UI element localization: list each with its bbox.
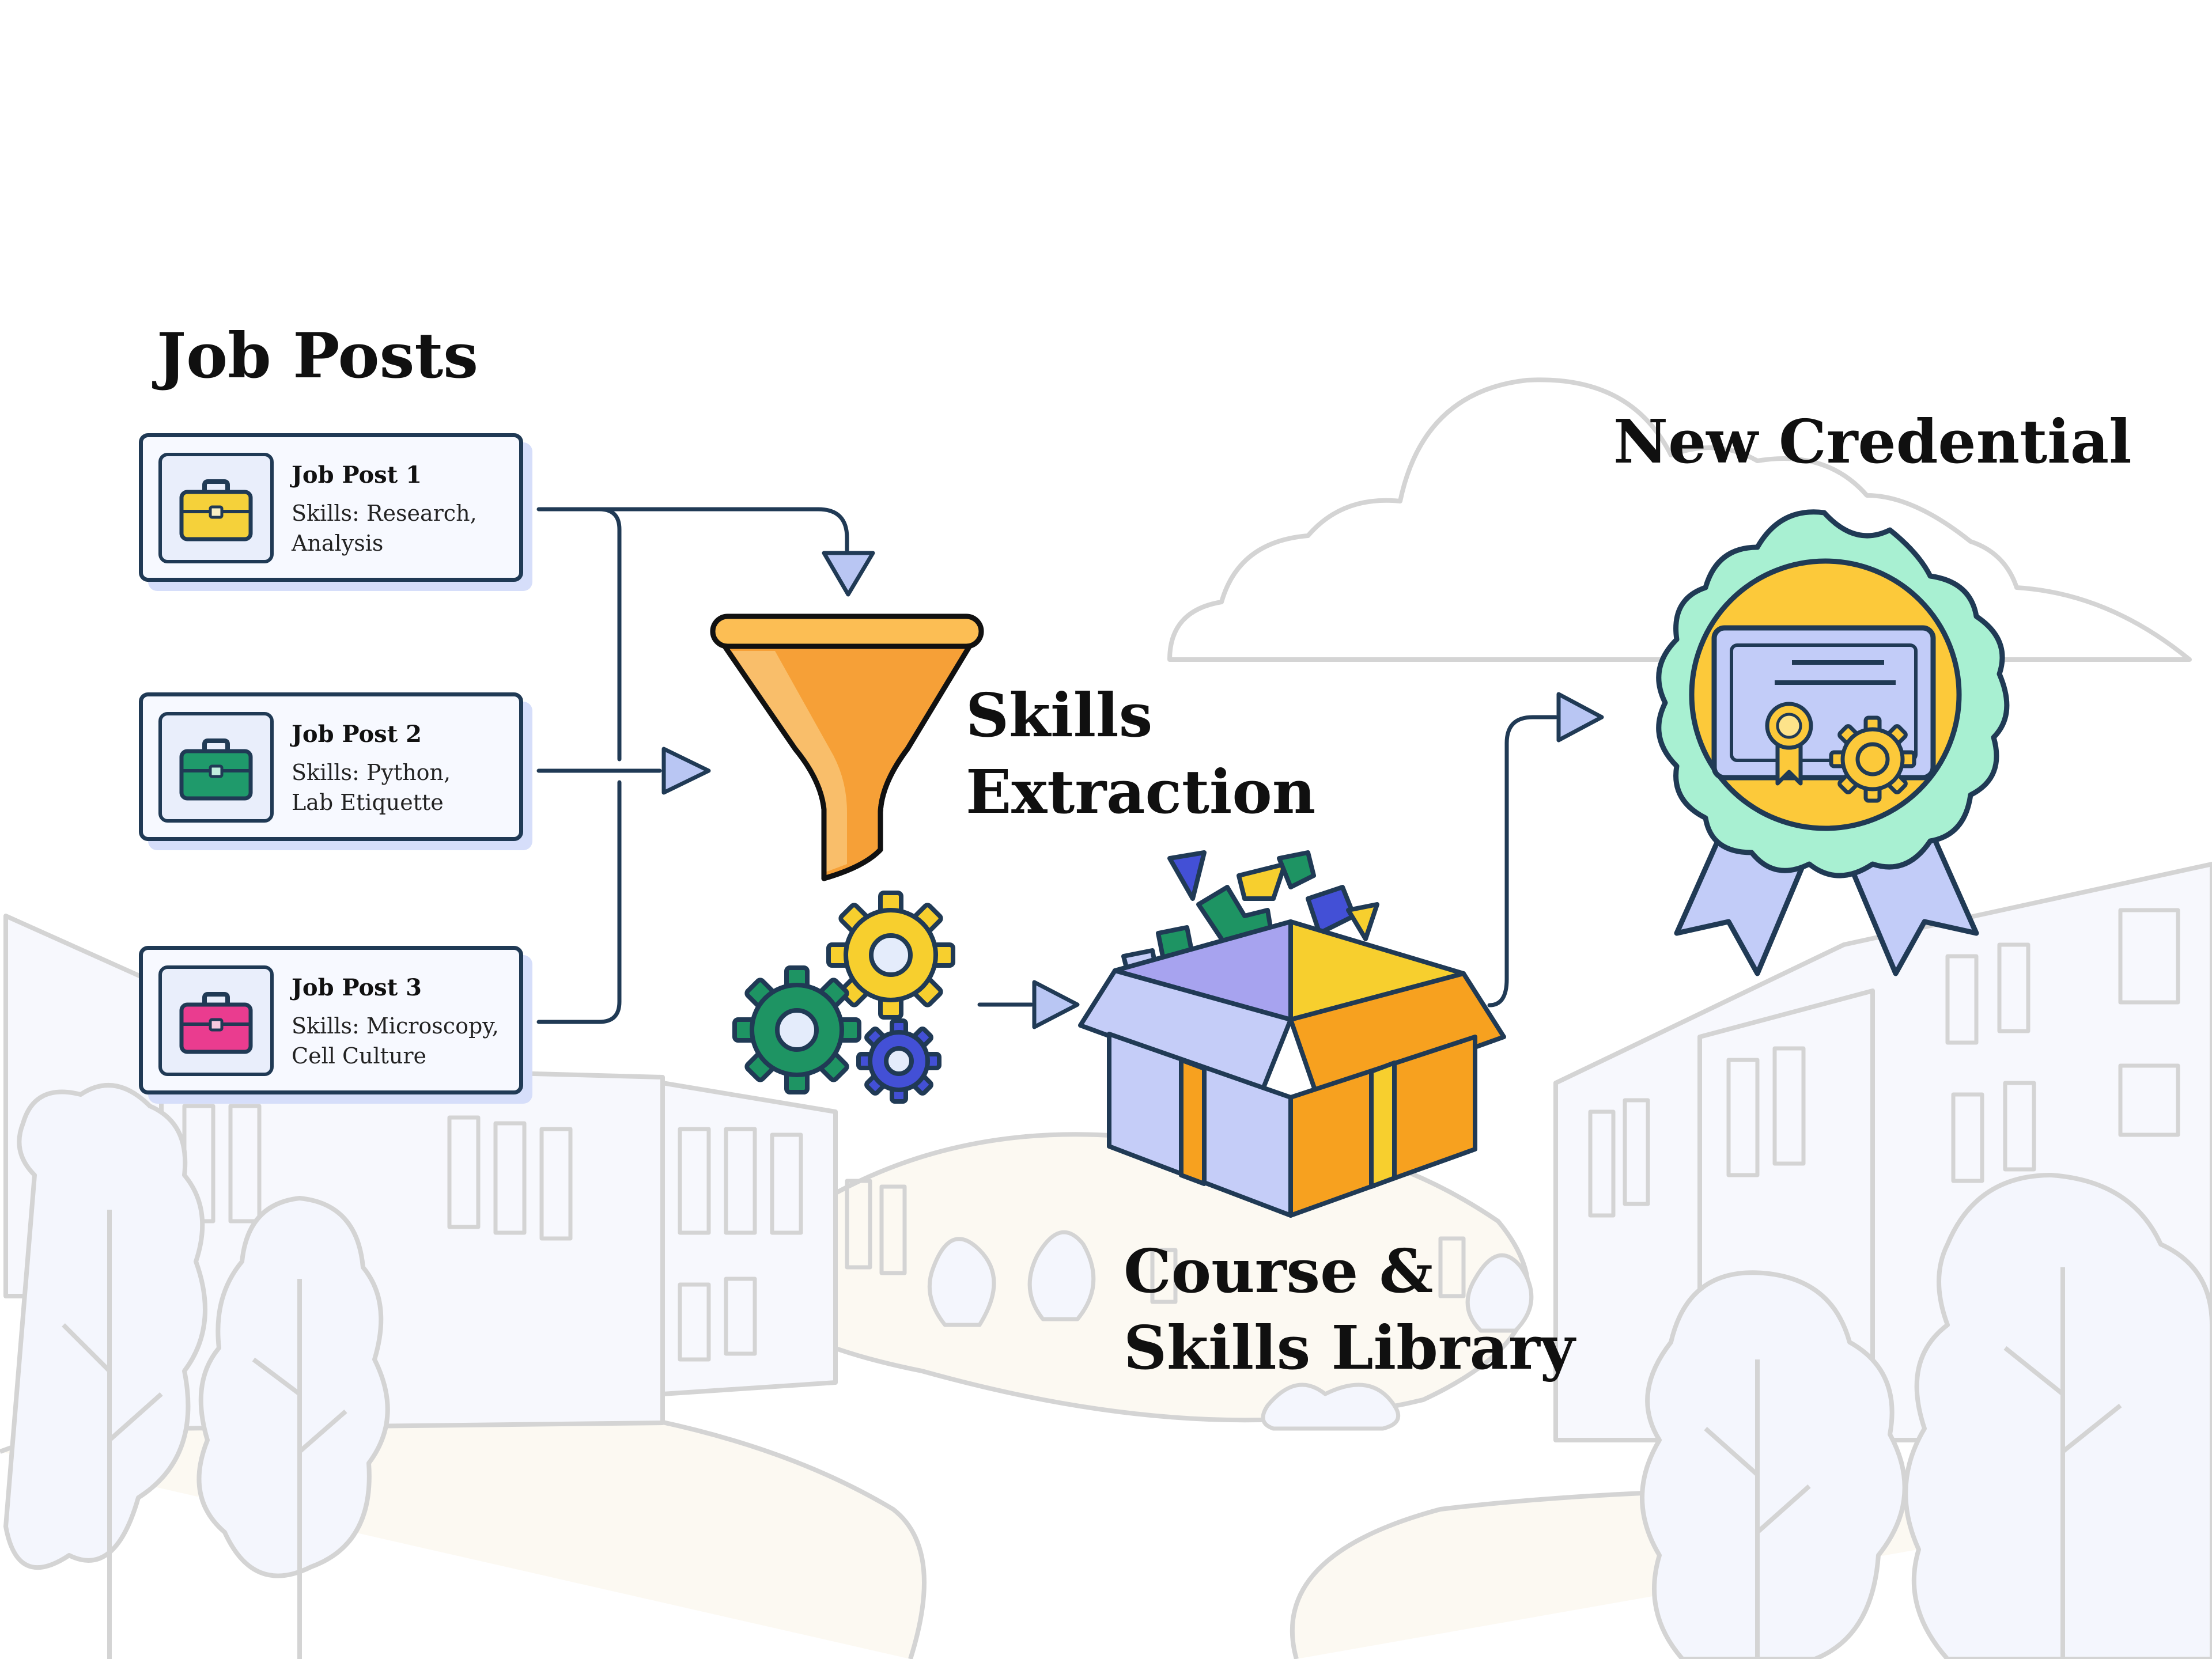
library-line-2: Skills Library [1124, 1312, 1575, 1384]
arrow-heads [661, 551, 1604, 1029]
job-post-skills: Skills: Python, Lab Etiquette [292, 757, 516, 817]
skills-line-2: Lab Etiquette [292, 790, 444, 815]
job-post-title: Job Post 3 [292, 974, 422, 1001]
windows-left [182, 1104, 907, 1362]
connector-post1-to-funnel [597, 507, 849, 552]
gear-blue-icon [856, 1018, 941, 1104]
briefcase-icon [179, 992, 253, 1054]
skills-line-1: Skills: Microscopy, [292, 1013, 499, 1039]
skills-extraction-line-1: Skills [966, 680, 1153, 751]
job-post-skills: Skills: Microscopy, Cell Culture [292, 1011, 516, 1071]
skills-line-1: Skills: Python, [292, 760, 451, 785]
briefcase-icon [179, 738, 253, 801]
award-badge-icon [1656, 509, 2010, 976]
campus-background [0, 377, 2212, 1659]
briefcase-icon [179, 479, 253, 541]
job-post-card-3: Job Post 3 Skills: Microscopy, Cell Cult… [139, 946, 523, 1094]
job-post-title: Job Post 1 [292, 461, 422, 488]
connector-box-to-credential [1487, 715, 1558, 1007]
job-post-title: Job Post 2 [292, 721, 422, 748]
skills-line-2: Cell Culture [292, 1043, 427, 1069]
briefcase-icon-box [158, 965, 274, 1076]
trees-left [3, 1083, 390, 1659]
library-line-1: Course & [1124, 1236, 1434, 1306]
funnel-icon [710, 613, 984, 881]
skills-line-2: Analysis [292, 531, 384, 556]
skills-line-1: Skills: Research, [292, 501, 477, 526]
open-box-icon [1078, 850, 1506, 1218]
connector-post3 [536, 780, 622, 1024]
arrow-head-down [822, 551, 875, 597]
arrow-head-right-3 [1556, 692, 1604, 743]
skills-extraction-line-2: Extraction [966, 756, 1316, 828]
briefcase-icon-box [158, 712, 274, 823]
library-heading: Course & Skills Library [1124, 1233, 1575, 1386]
job-post-skills: Skills: Research, Analysis [292, 498, 516, 558]
gears-icon [732, 891, 955, 1104]
cert-gear-icon [1829, 715, 1916, 803]
building-left-3 [660, 1081, 838, 1396]
trees-right [1640, 1173, 2212, 1659]
credential-heading: New Credential [1613, 406, 2132, 477]
job-posts-heading: Job Posts [157, 320, 479, 392]
connectors [536, 507, 1558, 1024]
gear-green-icon [732, 965, 861, 1094]
skills-extraction-heading: Skills Extraction [966, 677, 1315, 830]
arrow-head-right-1 [661, 747, 711, 795]
connector-post1 [536, 507, 622, 762]
job-post-card-1: Job Post 1 Skills: Research, Analysis [139, 433, 523, 582]
windows-right [1150, 908, 2180, 1304]
briefcase-icon-box [158, 453, 274, 563]
trees-center [927, 1230, 1534, 1431]
job-post-card-2: Job Post 2 Skills: Python, Lab Etiquette [139, 692, 523, 841]
arrow-head-right-2 [1032, 980, 1080, 1029]
gear-yellow-icon [826, 891, 955, 1020]
